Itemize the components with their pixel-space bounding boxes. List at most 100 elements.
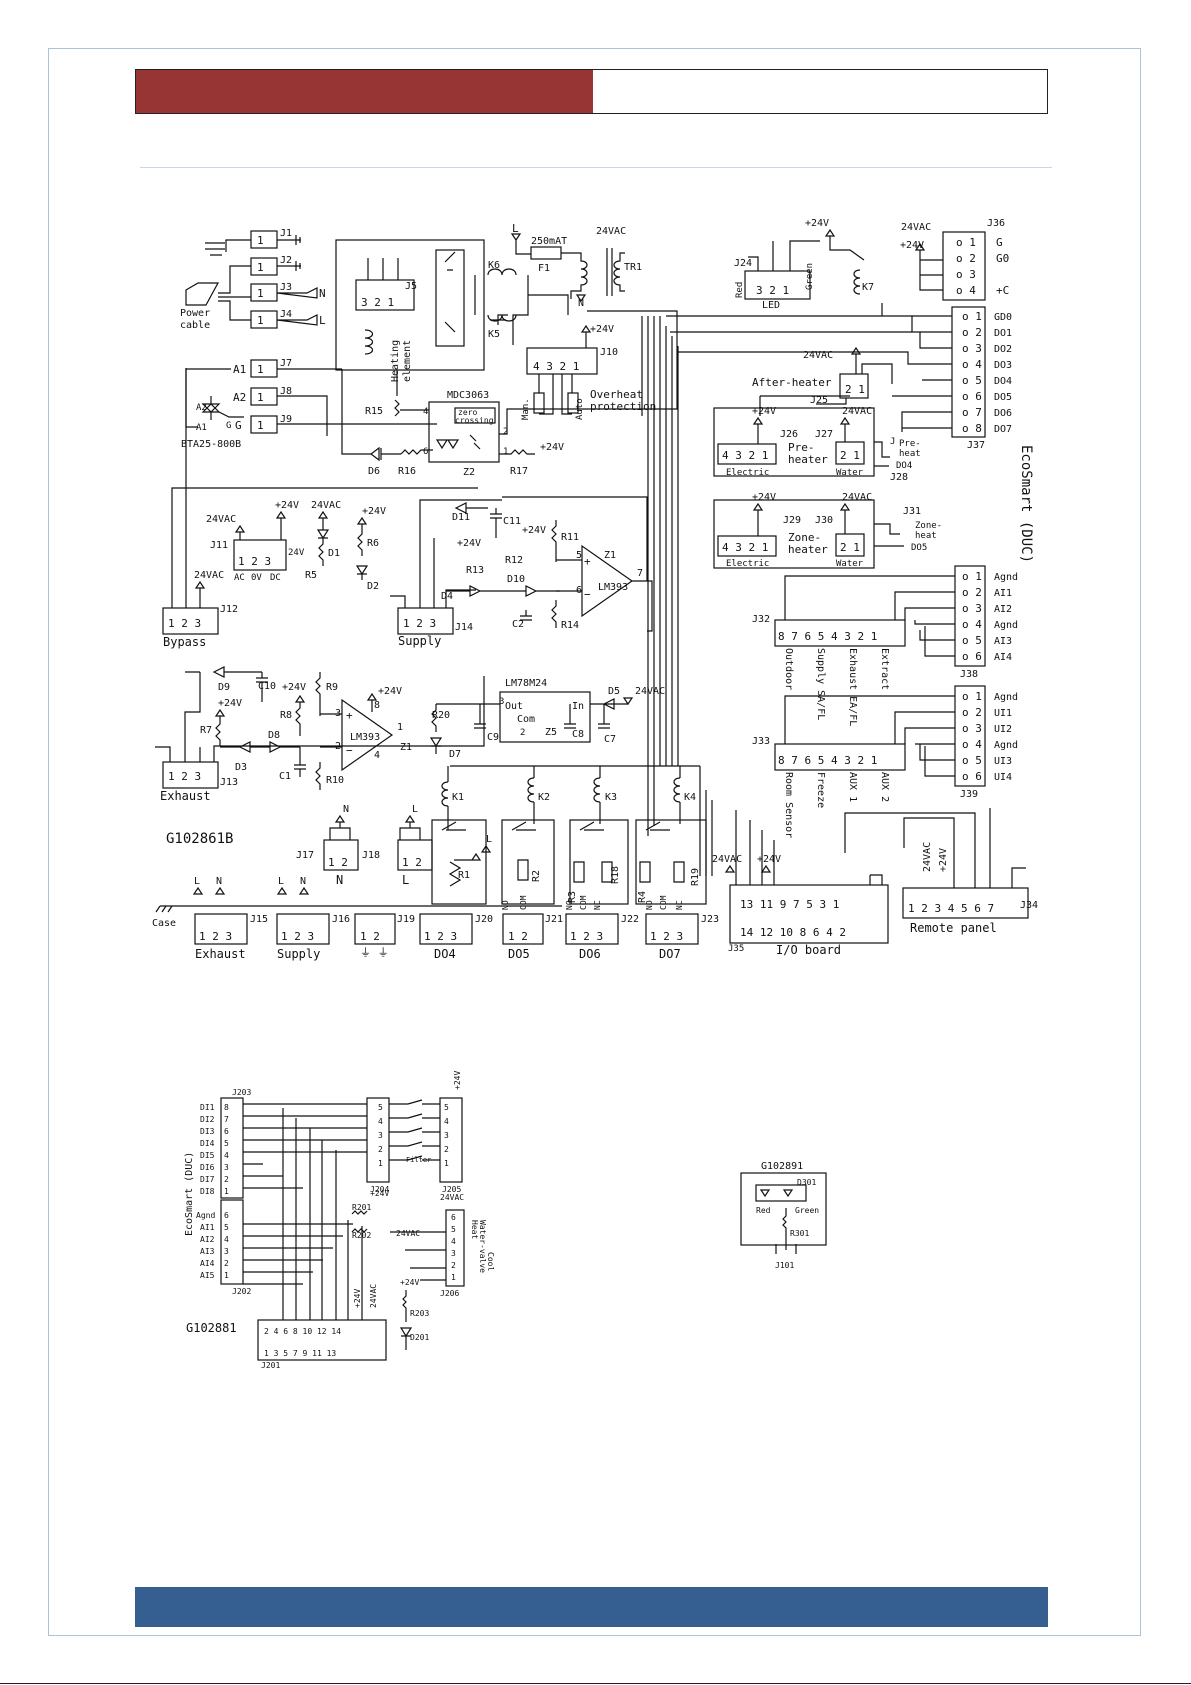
bottom-connectors: Case L N 1 2 3 J15 Exhaust L N 1 2 3 J16… xyxy=(152,876,719,961)
svg-text:6: 6 xyxy=(423,447,428,457)
svg-text:A2: A2 xyxy=(233,391,246,404)
svg-text:C2: C2 xyxy=(512,619,524,630)
svg-text:D3: D3 xyxy=(235,762,247,773)
svg-text:4: 4 xyxy=(444,1117,449,1126)
svg-text:UI2: UI2 xyxy=(994,724,1012,735)
svg-text:24VAC: 24VAC xyxy=(803,350,833,361)
svg-text:R7: R7 xyxy=(200,725,212,736)
svg-text:J14: J14 xyxy=(455,622,473,633)
svg-text:1: 1 xyxy=(224,1271,229,1280)
svg-text:2: 2 xyxy=(378,1145,383,1154)
svg-text:o 6: o 6 xyxy=(962,770,982,783)
svg-text:o 2: o 2 xyxy=(956,252,976,265)
svg-text:N: N xyxy=(336,873,343,887)
svg-text:J5: J5 xyxy=(405,281,417,292)
svg-text:J39: J39 xyxy=(960,789,978,800)
svg-text:0V: 0V xyxy=(251,573,262,583)
svg-text:8 7 6 5 4 3 2 1: 8 7 6 5 4 3 2 1 xyxy=(778,630,877,643)
svg-text:L: L xyxy=(194,876,200,887)
svg-text:4: 4 xyxy=(451,1237,456,1246)
svg-text:6: 6 xyxy=(224,1127,229,1136)
svg-text:1: 1 xyxy=(451,1273,456,1282)
regulator-section: LM78M24 Out Com In 3 2 Z5 R20 D7 C9 C8 C… xyxy=(429,678,665,760)
svg-text:2 4 6 8 10 12 14: 2 4 6 8 10 12 14 xyxy=(264,1327,341,1336)
svg-text:Green: Green xyxy=(795,1206,819,1215)
nl-terminals: G102861B J17 J18 1 2 N N 1 2 L L xyxy=(166,804,433,887)
svg-text:1 2 3: 1 2 3 xyxy=(199,930,232,943)
svg-text:J25: J25 xyxy=(810,395,828,406)
svg-text:Z5: Z5 xyxy=(545,727,557,738)
svg-text:DO5: DO5 xyxy=(994,392,1012,403)
svg-text:3: 3 xyxy=(444,1131,449,1140)
svg-text:o 8: o 8 xyxy=(962,422,982,435)
svg-text:8: 8 xyxy=(224,1103,229,1112)
main-side-label: EcoSmart (DUC) xyxy=(1018,445,1034,563)
svg-text:4: 4 xyxy=(378,1117,383,1126)
exhaust-comparator: 1 2 3 J13 Exhaust D9 C10 +24V R7 D3 D8 +… xyxy=(155,666,485,803)
svg-text:24VAC: 24VAC xyxy=(635,686,665,697)
svg-text:GD0: GD0 xyxy=(994,312,1012,323)
fuse-ref: F1 xyxy=(538,263,550,274)
svg-text:NC: NC xyxy=(593,900,602,910)
svg-text:1: 1 xyxy=(503,447,508,457)
svg-text:D9: D9 xyxy=(218,682,230,693)
svg-text:o 6: o 6 xyxy=(962,390,982,403)
svg-text:Remote panel: Remote panel xyxy=(910,921,997,935)
svg-text:1: 1 xyxy=(257,391,264,404)
svg-text:R201: R201 xyxy=(352,1203,371,1212)
footer-bar xyxy=(135,1587,1048,1627)
svg-text:1 2 3: 1 2 3 xyxy=(424,930,457,943)
svg-text:C11: C11 xyxy=(503,516,521,527)
svg-text:3 2 1: 3 2 1 xyxy=(361,296,394,309)
svg-text:o 3: o 3 xyxy=(962,602,982,615)
svg-text:D11: D11 xyxy=(452,512,470,523)
svg-text:J13: J13 xyxy=(220,777,238,788)
svg-text:Electric: Electric xyxy=(726,559,769,569)
svg-text:Water-valve: Water-valve xyxy=(478,1220,487,1273)
svg-text:NC: NC xyxy=(675,900,684,910)
svg-text:DI8: DI8 xyxy=(200,1187,215,1196)
svg-text:24VAC: 24VAC xyxy=(369,1284,378,1308)
svg-text:UI4: UI4 xyxy=(994,772,1012,783)
svg-text:2: 2 xyxy=(503,427,508,437)
svg-text:K1: K1 xyxy=(452,792,464,803)
svg-text:J33: J33 xyxy=(752,736,770,747)
power-cable-label-2: cable xyxy=(180,320,210,331)
svg-text:D301: D301 xyxy=(797,1178,816,1187)
svg-text:I/O board: I/O board xyxy=(776,943,841,957)
overheat-section: 4 3 2 1 J10 +24V Man. Auto Overheat prot… xyxy=(521,324,656,420)
svg-text:1 2 3: 1 2 3 xyxy=(570,930,603,943)
svg-text:5: 5 xyxy=(576,550,582,561)
svg-text:heater: heater xyxy=(788,453,828,466)
svg-text:Supply: Supply xyxy=(277,947,320,961)
svg-text:Case: Case xyxy=(152,918,176,929)
svg-text:o 3: o 3 xyxy=(956,268,976,281)
svg-text:AI4: AI4 xyxy=(994,652,1012,663)
svg-text:8: 8 xyxy=(374,700,380,711)
optocoupler-label: MDC3063 xyxy=(447,390,489,401)
svg-text:2: 2 xyxy=(335,741,341,752)
svg-text:K4: K4 xyxy=(684,792,696,803)
svg-text:1 2 3: 1 2 3 xyxy=(650,930,683,943)
svg-text:DO6: DO6 xyxy=(579,947,601,961)
svg-text:K6: K6 xyxy=(488,260,500,271)
svg-text:Exhaust EA/FL: Exhaust EA/FL xyxy=(847,648,858,726)
svg-text:Zone-: Zone- xyxy=(915,521,942,531)
svg-text:R14: R14 xyxy=(561,620,579,631)
svg-text:2: 2 xyxy=(224,1175,229,1184)
svg-text:DO7: DO7 xyxy=(659,947,681,961)
svg-text:J17: J17 xyxy=(296,850,314,861)
svg-text:3: 3 xyxy=(378,1131,383,1140)
transformer-section: L 250mAT F1 24VAC TR1 N K6 K5 xyxy=(474,222,642,345)
svg-text:o 2: o 2 xyxy=(962,586,982,599)
svg-text:DO4: DO4 xyxy=(896,461,912,471)
triac-label: BTA25-800B xyxy=(181,439,241,450)
optocoupler-section: MDC3063 zero crossing Z2 4 6 2 1 R15 D6 … xyxy=(341,310,678,478)
svg-text:J16: J16 xyxy=(332,914,350,925)
io-diagram-id: G102881 xyxy=(186,1321,237,1335)
svg-text:+24V: +24V xyxy=(282,682,306,693)
svg-text:J101: J101 xyxy=(775,1261,794,1270)
svg-text:DO2: DO2 xyxy=(994,344,1012,355)
svg-text:Out: Out xyxy=(505,701,523,712)
